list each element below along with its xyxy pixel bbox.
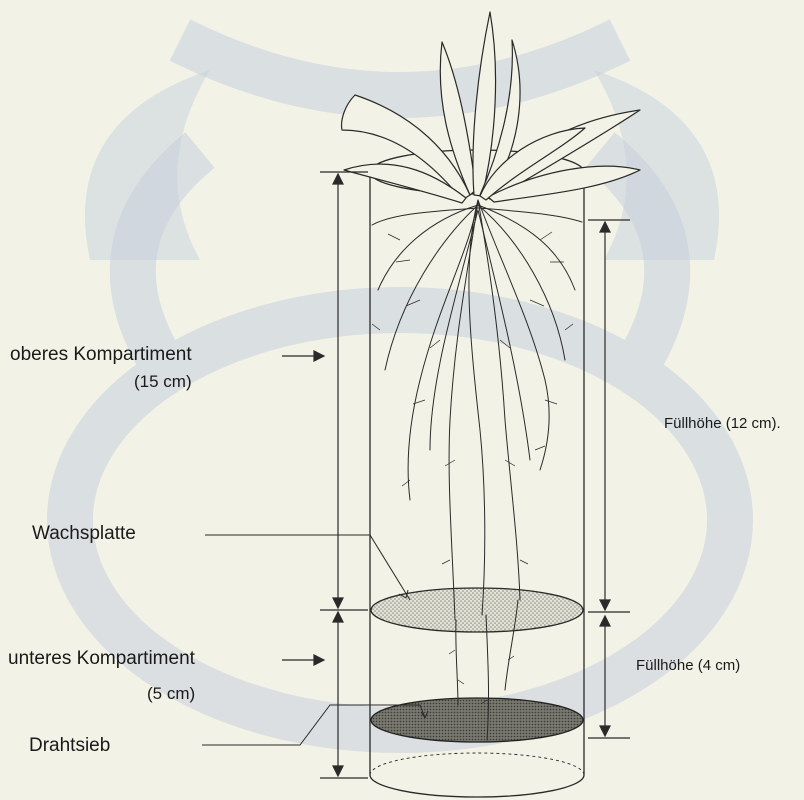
upper-fill-height-dimension xyxy=(588,220,630,612)
plant-leaves xyxy=(342,12,640,203)
label-lower-compartment: unteres Kompartiment xyxy=(8,648,195,670)
label-arrows xyxy=(282,351,324,665)
wax-plate xyxy=(371,588,583,632)
label-upper-size: (15 cm) xyxy=(134,372,192,392)
label-wax-plate: Wachsplatte xyxy=(32,523,136,545)
root-hairs xyxy=(372,232,573,704)
label-wire-mesh: Drahtsieb xyxy=(29,735,110,757)
label-upper-compartment: oberes Kompartiment xyxy=(10,344,192,366)
label-fill-height-upper: Füllhöhe (12 cm). xyxy=(664,415,781,432)
plant-roots xyxy=(372,200,582,740)
upper-compartment-dimension xyxy=(320,172,368,610)
label-fill-height-lower: Füllhöhe (4 cm) xyxy=(636,657,740,674)
lower-compartment-dimension xyxy=(320,612,368,778)
label-lower-size: (5 cm) xyxy=(147,684,195,704)
lower-fill-height-dimension xyxy=(588,616,630,738)
